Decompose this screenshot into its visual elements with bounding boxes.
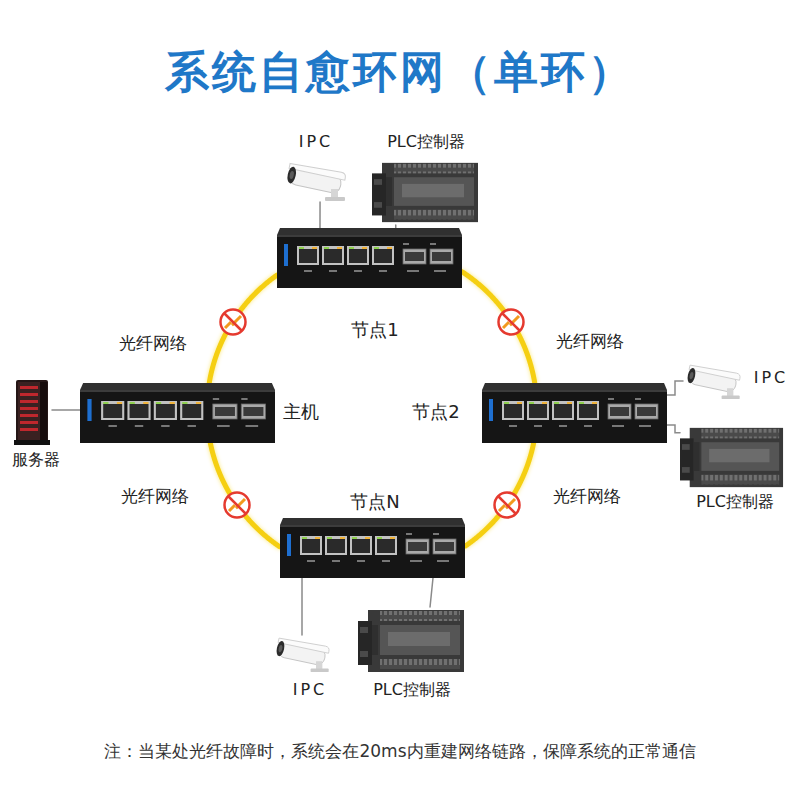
device-cable [430,578,433,607]
node-label: PLC控制器 [373,681,451,699]
fiber-ring-link [466,444,534,546]
title: 系统自愈环网（单环） [165,47,635,98]
node-label: 主机 [283,402,319,423]
fiber-break-icon [225,493,250,518]
plc-controller [358,610,464,672]
node-label: IPC [754,369,789,387]
device-cable [319,202,321,228]
node-label: 节点2 [412,402,459,423]
switch-node: 节点N [280,518,465,578]
plc-node: PLC控制器 [680,425,785,490]
ring-switch [80,383,275,443]
node-label: 节点N [350,492,399,513]
ipc-camera [275,636,330,672]
switch-node: 节点1 [277,228,462,288]
device-cable [667,381,683,395]
ring-switch [277,228,462,288]
ring-switch [280,518,465,578]
link-label: 光纤网络 [119,334,187,354]
node-label: PLC控制器 [696,493,774,511]
node-label: 节点1 [351,320,398,341]
ipc-camera-node: IPC [283,160,348,202]
device-cable [301,578,303,635]
link-label: 光纤网络 [556,332,624,352]
plc-node: PLC控制器 [358,607,466,675]
fiber-break-icon [495,493,520,518]
node-label: PLC控制器 [387,133,465,151]
server-node: 服务器 [12,378,52,446]
node-label: IPC [299,133,334,151]
device-cable [667,425,680,433]
plc-controller [680,428,783,487]
ipc-camera [686,363,741,399]
node-label: IPC [293,681,328,699]
fiber-ring-link [209,275,277,382]
fiber-break-icon [221,310,246,335]
switch-node: 节点2 [482,383,667,443]
caption-note: 注：当某处光纤故障时，系统会在20ms内重建网络链路，保障系统的正常通信 [104,742,695,762]
node-label: 服务器 [12,451,60,469]
link-label: 光纤网络 [553,487,621,507]
plc-node: PLC控制器 [372,160,480,225]
device-cable [395,225,397,228]
fiber-ring-link [210,443,279,547]
plc-controller [372,163,478,222]
ipc-camera-node: IPC [683,362,743,400]
link-label: 光纤网络 [121,487,189,507]
switch-node: 主机 [80,383,275,443]
fiber-ring-link [462,272,534,382]
device-cable [52,409,80,411]
server-tower [14,380,50,445]
fiber-break-icon [499,310,524,335]
ipc-camera-node: IPC [272,635,332,673]
ring-switch [482,383,667,443]
ipc-camera [286,161,346,201]
